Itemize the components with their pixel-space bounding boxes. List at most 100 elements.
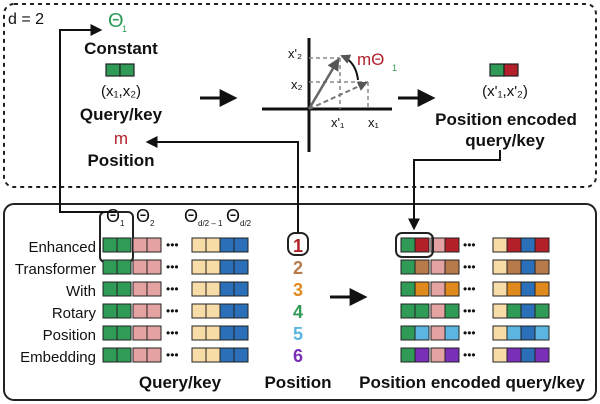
- right-cell-r5-c2: [414, 325, 430, 341]
- right-cell-r6-c1: [400, 347, 416, 363]
- left-cell-r3-c6: [205, 281, 221, 297]
- right-cell-r1-c8: [534, 237, 550, 253]
- right-cell-r1-c1: [400, 237, 416, 253]
- right-cell-r6-c5: [492, 347, 508, 363]
- left-cell-r1-c4: [146, 237, 162, 253]
- right-cell-r4-c7: [520, 303, 536, 319]
- encoded-xy-label: (x'₁,x'₂): [482, 83, 528, 100]
- right-ellipsis-r5: •••: [463, 326, 476, 340]
- right-cell-r5-c1: [400, 325, 416, 341]
- right-cell-r5-c6: [506, 325, 522, 341]
- row-label-3: With: [66, 283, 96, 300]
- left-ellipsis-r2: •••: [166, 260, 179, 274]
- position-label-top: Position: [87, 151, 154, 170]
- position-1-highlight: [287, 232, 309, 256]
- m-symbol: m: [114, 129, 128, 148]
- left-cell-r3-c3: [132, 281, 148, 297]
- right-ellipsis-r4: •••: [463, 304, 476, 318]
- top-theta-symbol: Θ: [108, 10, 124, 32]
- right-cell-r6-c4: [444, 347, 460, 363]
- left-cell-r4-c7: [219, 303, 235, 319]
- left-cell-r6-c7: [219, 347, 235, 363]
- left-cell-r3-c8: [233, 281, 249, 297]
- right-cell-r2-c3: [430, 259, 446, 275]
- row-label-4: Rotary: [52, 305, 97, 322]
- right-cell-r4-c8: [534, 303, 550, 319]
- row-label-1: Enhanced: [28, 239, 96, 256]
- left-ellipsis-r6: •••: [166, 348, 179, 362]
- position-number-1: 1: [293, 236, 303, 256]
- left-cell-r1-c7: [219, 237, 235, 253]
- left-cell-r6-c3: [132, 347, 148, 363]
- bottom-theta-2-sub: 2: [150, 219, 155, 228]
- bottom-theta-1: Θ: [106, 206, 120, 226]
- right-cell-r2-c2: [414, 259, 430, 275]
- left-cell-r4-c1: [102, 303, 118, 319]
- right-encoded-matrix: ••••••••••••••••••: [400, 237, 550, 363]
- right-cell-r1-c7: [520, 237, 536, 253]
- right-cell-r2-c5: [492, 259, 508, 275]
- left-cell-r5-c3: [132, 325, 148, 341]
- right-cell-r4-c6: [506, 303, 522, 319]
- right-cell-r4-c4: [444, 303, 460, 319]
- left-cell-r5-c1: [102, 325, 118, 341]
- axis-x1: x₁: [368, 115, 380, 130]
- left-cell-r6-c5: [191, 347, 207, 363]
- top-theta-sub: 1: [122, 24, 127, 34]
- top-encoded-vector: [489, 63, 519, 77]
- left-cell-r2-c8: [233, 259, 249, 275]
- left-cell-r3-c1: [102, 281, 118, 297]
- bottom-theta-2: Θ: [136, 206, 150, 226]
- left-cell-r2-c4: [146, 259, 162, 275]
- left-cell-r3-c7: [219, 281, 235, 297]
- right-cell-r4-c5: [492, 303, 508, 319]
- left-cell-r4-c4: [146, 303, 162, 319]
- rotation-sub: 1: [392, 63, 397, 73]
- left-cell-r1-c6: [205, 237, 221, 253]
- right-cell-r2-c8: [534, 259, 550, 275]
- right-cell-r5-c3: [430, 325, 446, 341]
- encoded-label-bottom: Position encoded query/key: [359, 373, 585, 392]
- position-label-bottom: Position: [264, 373, 331, 392]
- position-number-4: 4: [293, 302, 303, 322]
- right-cell-r3-c3: [430, 281, 446, 297]
- bottom-theta-3: Θ: [184, 206, 198, 226]
- right-cell-r6-c7: [520, 347, 536, 363]
- row-label-6: Embedding: [20, 349, 96, 366]
- rotation-plot: [262, 38, 392, 152]
- left-cell-r4-c2: [116, 303, 132, 319]
- right-cell-r1-c4: [444, 237, 460, 253]
- row-label-2: Transformer: [15, 261, 96, 278]
- encoded-first-pair-highlight: [395, 232, 434, 258]
- bottom-panel-border: [3, 203, 597, 401]
- rotation-label: mΘ: [357, 50, 384, 69]
- right-cell-r4-c3: [430, 303, 446, 319]
- right-cell-r3-c1: [400, 281, 416, 297]
- right-ellipsis-r2: •••: [463, 260, 476, 274]
- right-cell-r2-c1: [400, 259, 416, 275]
- right-cell-r5-c5: [492, 325, 508, 341]
- encoded-label-line2: query/key: [465, 131, 545, 150]
- right-cell-r3-c5: [492, 281, 508, 297]
- bottom-theta-4-sub: d/2: [240, 219, 252, 228]
- right-ellipsis-r3: •••: [463, 282, 476, 296]
- right-cell-r1-c5: [492, 237, 508, 253]
- left-cell-r5-c5: [191, 325, 207, 341]
- right-cell-r3-c6: [506, 281, 522, 297]
- left-cell-r3-c5: [191, 281, 207, 297]
- xy-label: (x₁,x₂): [101, 83, 141, 100]
- left-cell-r1-c3: [132, 237, 148, 253]
- right-cell-r6-c8: [534, 347, 550, 363]
- arrow-position-to-m: [145, 136, 299, 232]
- left-ellipsis-r5: •••: [166, 326, 179, 340]
- left-cell-r5-c6: [205, 325, 221, 341]
- left-cell-r2-c6: [205, 259, 221, 275]
- left-cell-r6-c2: [116, 347, 132, 363]
- top-panel-border: [3, 3, 597, 188]
- right-cell-r4-c1: [400, 303, 416, 319]
- axis-x2-prime: x'₂: [288, 46, 302, 61]
- right-ellipsis-r6: •••: [463, 348, 476, 362]
- left-cell-r2-c3: [132, 259, 148, 275]
- left-cell-r2-c5: [191, 259, 207, 275]
